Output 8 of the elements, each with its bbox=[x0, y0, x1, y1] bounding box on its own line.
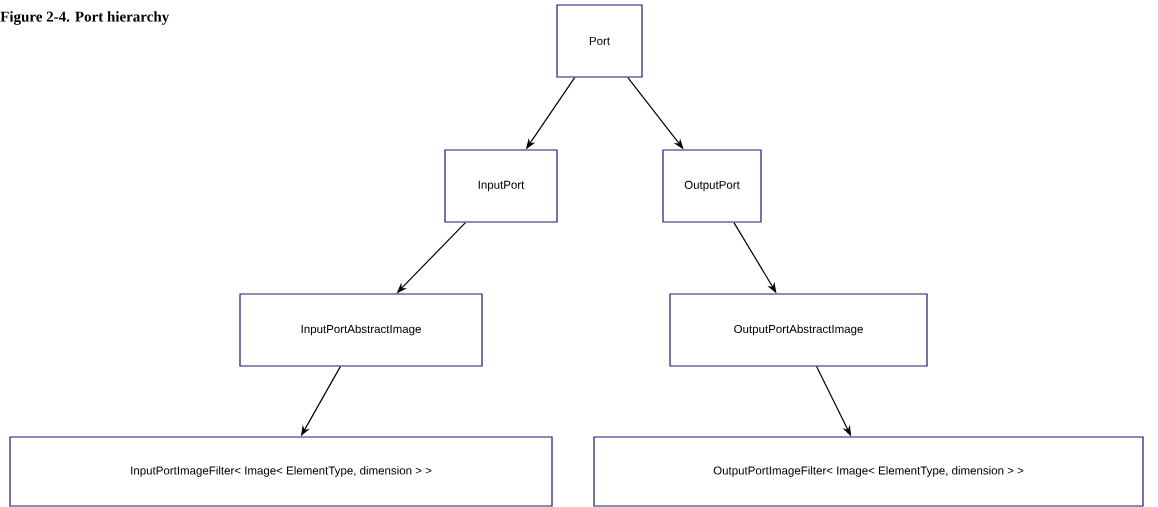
class-box: InputPortImageFilter< Image< ElementType, dimension > > bbox=[9, 436, 553, 507]
figure-title: Figure 2-4. Port hierarchy bbox=[0, 11, 170, 25]
class-box: OutputPortImageFilter< Image< ElementType, dimension > > bbox=[593, 436, 1144, 507]
class-box: InputPort bbox=[444, 149, 558, 223]
class-box: Port bbox=[556, 4, 643, 78]
class-box: InputPortAbstractImage bbox=[239, 293, 483, 367]
class-box: OutputPort bbox=[662, 149, 762, 223]
class-box: OutputPortAbstractImage bbox=[669, 293, 928, 367]
